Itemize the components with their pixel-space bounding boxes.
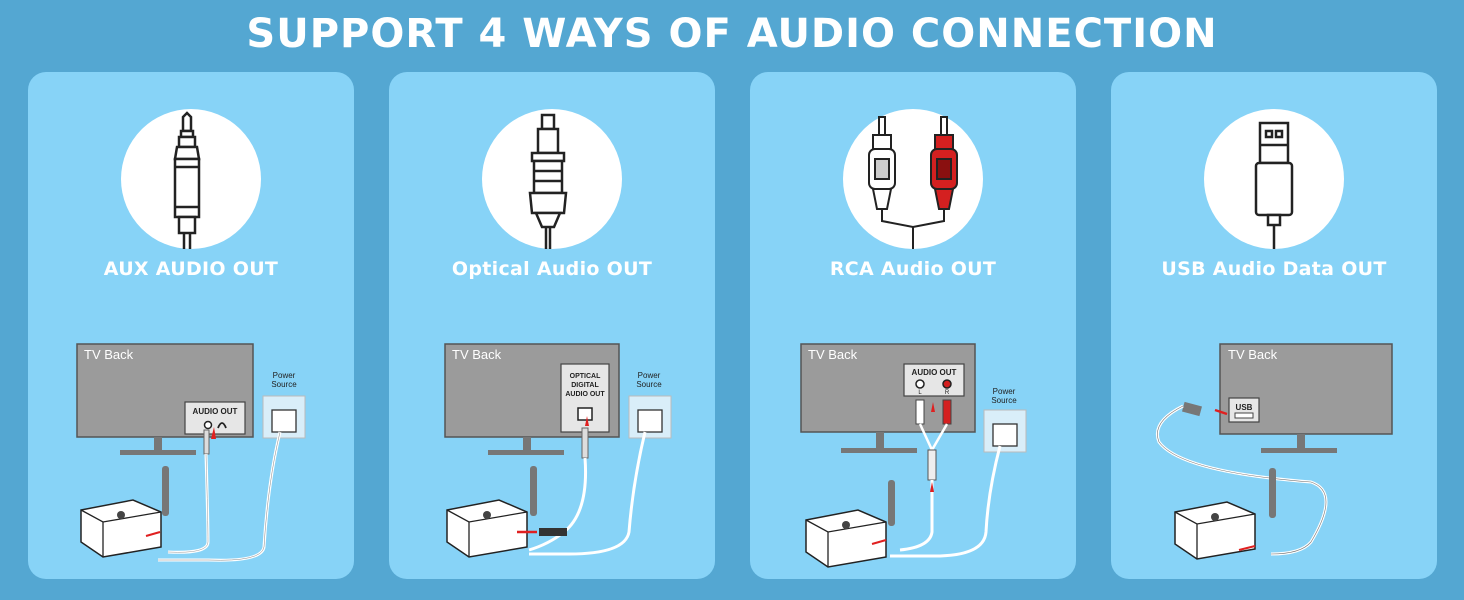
optical-toslink-plug-icon	[482, 109, 622, 249]
card-label: AUX AUDIO OUT	[103, 258, 279, 280]
power-source-line1: Power	[638, 371, 661, 380]
power-source-line1: Power	[273, 371, 296, 380]
power-source-line2: Source	[271, 380, 297, 389]
port-label: USB	[1236, 403, 1253, 412]
aux-3.5mm-jack-icon	[121, 109, 261, 249]
tv-back-label: TV Back	[1228, 347, 1278, 362]
port-label-line3: AUDIO OUT	[565, 391, 605, 398]
usb-plug-icon	[1204, 109, 1344, 249]
port-right-label: R	[945, 390, 950, 396]
optical-connection-diagram: TV Back OPTICAL DIGITAL AUDIO OUT Power …	[444, 343, 672, 558]
tv-back-label: TV Back	[84, 347, 134, 362]
usb-connection-diagram: TV Back USB	[1156, 343, 1393, 560]
port-label-line2: DIGITAL	[571, 382, 599, 389]
power-source-line2: Source	[636, 380, 662, 389]
card-aux: AUX AUDIO OUT TV Back AUDIO OUT Power So…	[28, 72, 354, 579]
port-label-line1: OPTICAL	[570, 373, 601, 380]
card-label: Optical Audio OUT	[451, 258, 653, 280]
port-label: AUDIO OUT	[193, 407, 238, 416]
card-label: USB Audio Data OUT	[1161, 258, 1387, 280]
power-source-line1: Power	[993, 387, 1016, 396]
tv-back-label: TV Back	[452, 347, 502, 362]
rca-plug-icon	[843, 109, 983, 249]
page-title: SUPPORT 4 WAYS OF AUDIO CONNECTION	[246, 11, 1218, 57]
port-label: AUDIO OUT	[912, 368, 957, 377]
card-label: RCA Audio OUT	[829, 258, 997, 280]
port-left-label: L	[918, 390, 922, 396]
rca-connection-diagram: TV Back AUDIO OUT L R Power Source	[800, 343, 1027, 568]
tv-back-label: TV Back	[808, 347, 858, 362]
card-rca: RCA Audio OUT TV Back AUDIO OUT L R Powe…	[750, 72, 1076, 579]
aux-connection-diagram: TV Back AUDIO OUT Power Source	[76, 343, 306, 562]
card-usb: USB Audio Data OUT TV Back USB	[1111, 72, 1437, 579]
power-source-line2: Source	[991, 396, 1017, 405]
card-optical: Optical Audio OUT TV Back OPTICAL DIGITA…	[389, 72, 715, 579]
